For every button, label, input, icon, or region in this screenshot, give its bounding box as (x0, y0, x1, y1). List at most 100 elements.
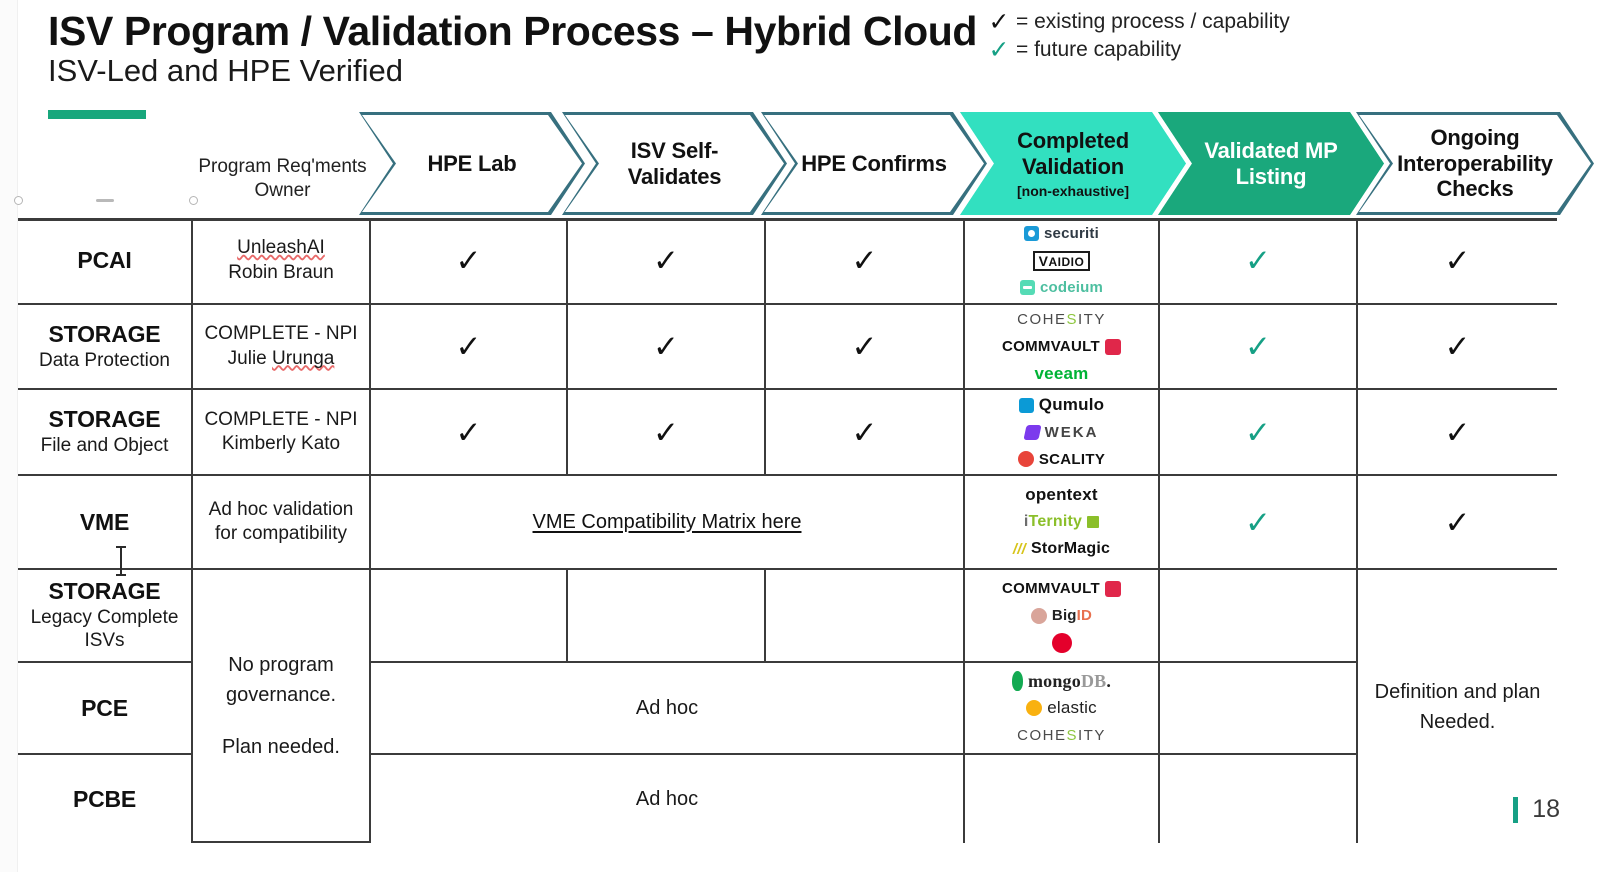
cell-isv-self (568, 570, 766, 663)
column-header-owner: Program Req'ments Owner (198, 156, 367, 202)
owner-cell: COMPLETE - NPI Julie Urunga (193, 305, 371, 390)
cell-validated-mp (1160, 755, 1358, 843)
check-icon: ✓ (851, 414, 878, 450)
segment-title: PCBE (72, 785, 137, 812)
logo-commvault: COMMVAULT (1002, 579, 1121, 599)
cell-completed-validation: COMMVAULT BigID (965, 570, 1160, 663)
cell-hpe-lab: ✓ (371, 305, 568, 390)
logo-bigid: BigID (1030, 606, 1092, 626)
table-row: STORAGE File and Object (18, 390, 193, 476)
cell-vme-compat-matrix[interactable]: VME Compatibility Matrix here (371, 476, 965, 570)
cell-adhoc-pce: Ad hoc (371, 663, 965, 755)
stage-sublabel-non-exhaustive: [non-exhaustive] (1016, 182, 1129, 199)
stage-chevron-completed-validation[interactable]: Completed Validation [non-exhaustive] (960, 112, 1186, 215)
page-number-accent-bar (1513, 796, 1519, 823)
cell-isv-self: ✓ (568, 218, 766, 305)
check-future-icon: ✓ (988, 35, 1010, 64)
page-number-value: 18 (1532, 795, 1560, 823)
segment-title: VME (79, 508, 130, 535)
table-row: VME (18, 476, 193, 570)
check-icon: ✓ (653, 243, 679, 278)
check-icon-green: ✓ (1245, 504, 1271, 540)
ongoing-note-line-1: Definition and plan (1374, 680, 1541, 703)
ongoing-note-line-2: Needed. (1419, 710, 1496, 733)
cell-hpe-confirms: ✓ (766, 218, 965, 305)
check-icon: ✓ (653, 329, 679, 364)
vme-compatibility-matrix-link[interactable]: VME Compatibility Matrix here (532, 510, 802, 533)
logo-codeium: codeium (1019, 278, 1103, 298)
check-icon-green: ✓ (1245, 243, 1271, 278)
segment-title: PCAI (77, 247, 132, 273)
segment-title: STORAGE (48, 320, 161, 347)
page-number: 18 (1513, 795, 1560, 824)
stage-label-completed-validation: Completed Validation (1017, 128, 1129, 179)
cell-validated-mp: ✓ (1160, 476, 1358, 570)
check-icon: ✓ (851, 243, 878, 278)
selection-handle-top[interactable] (96, 199, 114, 202)
cell-ongoing-checks: ✓ (1358, 218, 1557, 305)
owner-line-1: COMPLETE - NPI (204, 323, 358, 345)
validation-matrix-table: PCAI UnleashAI Robin Braun ✓ ✓ ✓ securit… (18, 218, 1557, 843)
cell-completed-validation: securiti VAIDIO codeium (965, 218, 1160, 305)
stage-chevron-ongoing-interop-checks[interactable]: Ongoing Interoperability Checks (1356, 112, 1594, 215)
check-icon: ✓ (851, 329, 878, 364)
cell-ongoing-checks: ✓ (1358, 305, 1557, 390)
ongoing-note-cell: Definition and plan Needed. (1358, 570, 1557, 843)
slide-left-edge (0, 0, 18, 872)
check-existing-icon: ✓ (988, 7, 1010, 36)
logo-f5 (1051, 632, 1072, 653)
owner-line-2: Julie Urunga (227, 347, 335, 369)
segment-subtitle: Legacy Complete ISVs (30, 607, 179, 651)
legend-item-existing: ✓ = existing process / capability (986, 8, 1290, 36)
check-icon: ✓ (1444, 414, 1471, 450)
cell-isv-self: ✓ (568, 305, 766, 390)
cell-validated-mp (1160, 570, 1358, 663)
owner-line-2: Kimberly Kato (221, 433, 341, 454)
segment-subtitle: File and Object (40, 435, 169, 457)
selection-handle-left[interactable] (14, 196, 23, 205)
owner-note-cell: No program governance. Plan needed. (193, 570, 371, 843)
check-icon: ✓ (455, 414, 482, 450)
stage-chevron-isv-self-validates[interactable]: ISV Self-Validates (562, 112, 787, 215)
stage-chevron-hpe-confirms[interactable]: HPE Confirms (761, 112, 987, 215)
table-row: STORAGE Data Protection (18, 305, 193, 390)
check-icon: ✓ (455, 329, 482, 364)
cell-validated-mp: ✓ (1160, 305, 1358, 390)
owner-line-1: Ad hoc validation (208, 498, 354, 520)
cell-ongoing-checks: ✓ (1358, 476, 1557, 570)
owner-cell: COMPLETE - NPI Kimberly Kato (193, 390, 371, 476)
cell-completed-validation: Qumulo WEKA SCALITY (965, 390, 1160, 476)
owner-line-1: UnleashAI (237, 237, 325, 259)
legend: ✓ = existing process / capability ✓ = fu… (986, 8, 1290, 64)
owner-cell: UnleashAI Robin Braun (193, 218, 371, 305)
selection-handle-right[interactable] (189, 196, 198, 205)
check-icon: ✓ (1444, 504, 1471, 540)
cell-completed-validation: mongoDB. elastic COHESITY (965, 663, 1160, 755)
cell-hpe-confirms: ✓ (766, 390, 965, 476)
cell-validated-mp (1160, 663, 1358, 755)
cell-hpe-lab (371, 570, 568, 663)
adhoc-label: Ad hoc (635, 787, 699, 810)
stage-label-hpe-lab: HPE Lab (427, 150, 517, 176)
stage-label-validated-mp-listing: Validated MP Listing (1204, 137, 1338, 189)
legend-label-future: = future capability (1016, 38, 1182, 61)
logo-veeam: veeam (1034, 363, 1089, 383)
table-row: STORAGE Legacy Complete ISVs (18, 570, 193, 663)
owner-note-line-1: No program (228, 653, 334, 676)
check-icon-green: ✓ (1245, 414, 1271, 450)
cell-hpe-confirms (766, 570, 965, 663)
check-icon: ✓ (1444, 329, 1471, 364)
check-icon-green: ✓ (1245, 329, 1271, 364)
stage-label-isv-self-validates: ISV Self-Validates (627, 137, 722, 189)
logo-cohesity: COHESITY (1017, 311, 1106, 328)
legend-item-future: ✓ = future capability (986, 36, 1290, 64)
segment-title: PCE (81, 694, 128, 721)
stage-label-hpe-confirms: HPE Confirms (801, 150, 947, 176)
owner-note-line-2: governance. (225, 683, 337, 706)
logo-iternity: iTernity (1024, 512, 1100, 532)
stage-chevron-validated-mp-listing[interactable]: Validated MP Listing (1158, 112, 1384, 215)
cell-validated-mp: ✓ (1160, 218, 1358, 305)
logo-elastic: elastic (1026, 698, 1097, 718)
check-icon: ✓ (455, 243, 482, 278)
stage-chevron-hpe-lab[interactable]: HPE Lab (359, 112, 585, 215)
